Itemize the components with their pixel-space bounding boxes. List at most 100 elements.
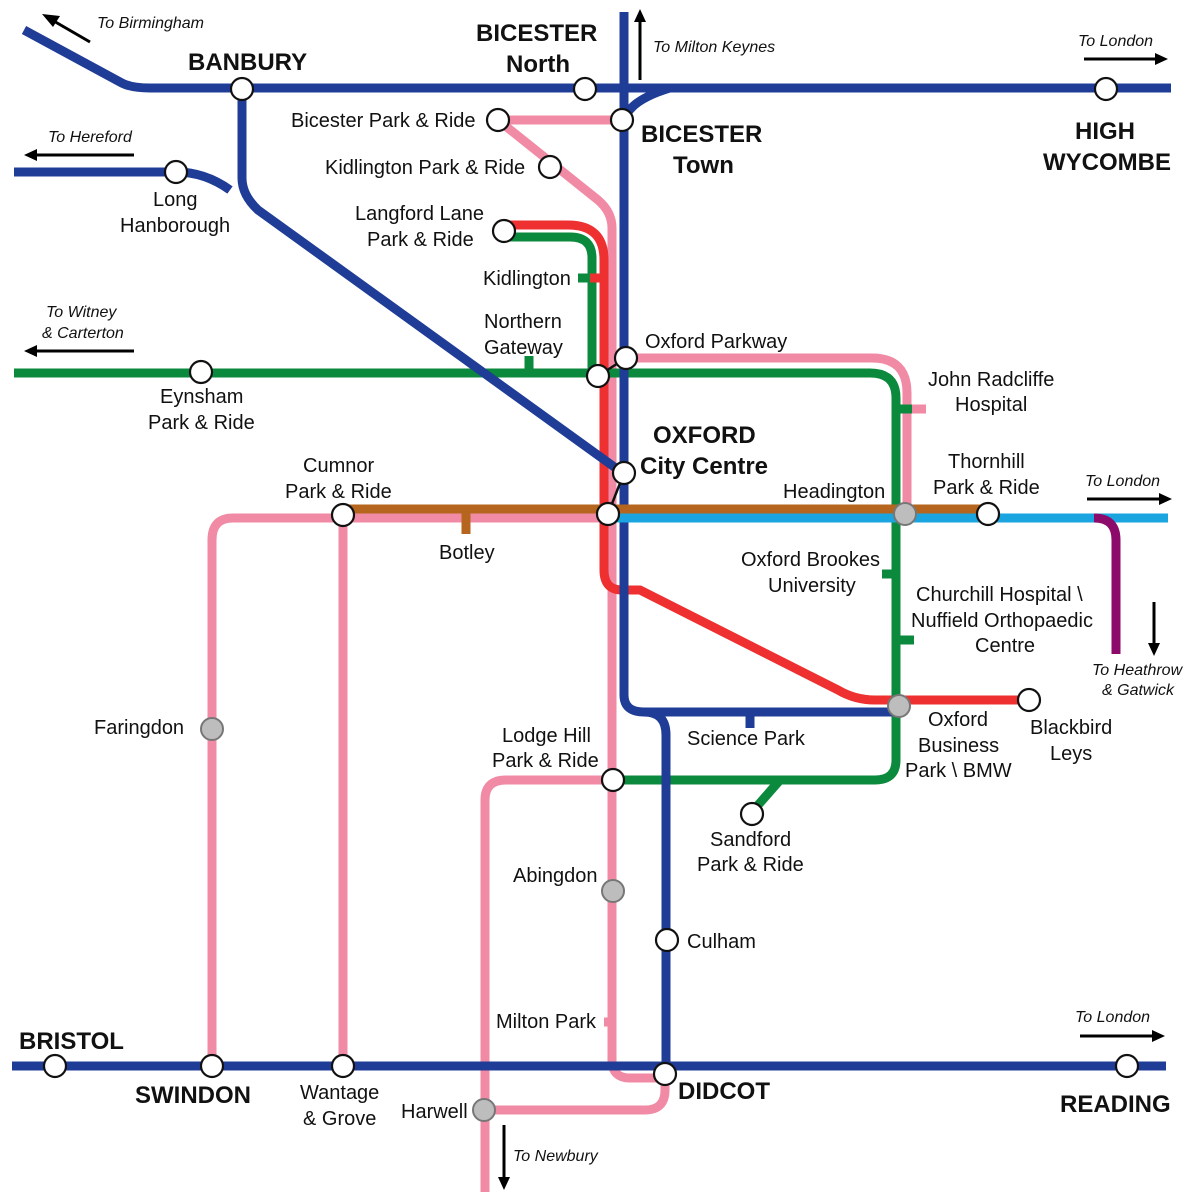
station-blackbird-leys[interactable] <box>1016 687 1042 713</box>
label-obp-2: Business <box>918 735 999 757</box>
pink-line-harwell <box>480 775 612 1192</box>
arrow-to-milton-keynes-icon <box>634 9 646 80</box>
pink-line-north <box>495 116 665 1083</box>
label-cumnor-2: Park & Ride <box>285 481 392 503</box>
station-didcot[interactable] <box>652 1061 678 1087</box>
label-cumnor-1: Cumnor <box>303 455 374 477</box>
station-wantage[interactable] <box>330 1053 356 1079</box>
label-oxford-2: City Centre <box>640 453 768 480</box>
station-thornhill-pr[interactable] <box>975 501 1001 527</box>
label-high-wycombe-2: WYCOMBE <box>1043 149 1171 176</box>
navy-line-hereford <box>14 167 233 194</box>
purple-line <box>1093 513 1121 654</box>
station-cumnor-pr[interactable] <box>330 502 356 528</box>
label-swindon: SWINDON <box>135 1082 251 1109</box>
label-long-hanborough-1: Long <box>153 189 198 211</box>
station-bristol[interactable] <box>42 1053 68 1079</box>
station-high-wycombe[interactable] <box>1093 76 1119 102</box>
label-bristol: BRISTOL <box>19 1028 124 1055</box>
label-to-witney-2: & Carterton <box>42 325 124 342</box>
label-obp-3: Park \ BMW <box>905 760 1012 782</box>
label-to-birmingham: To Birmingham <box>97 15 204 32</box>
arrow-to-birmingham-icon <box>42 14 91 44</box>
label-blackbird-1: Blackbird <box>1030 717 1112 739</box>
label-wantage-2: & Grove <box>303 1108 376 1130</box>
station-bicester-pr[interactable] <box>485 107 511 133</box>
label-sandford-2: Park & Ride <box>697 854 804 876</box>
station-reading[interactable] <box>1114 1053 1140 1079</box>
station-oxford-a[interactable] <box>611 460 637 486</box>
station-oxford-parkway-a[interactable] <box>613 345 639 371</box>
label-headington: Headington <box>783 481 885 503</box>
station-headington[interactable] <box>893 502 917 526</box>
label-didcot: DIDCOT <box>678 1078 770 1105</box>
station-long-hanborough[interactable] <box>163 159 189 185</box>
label-to-milton-keynes: To Milton Keynes <box>653 39 775 56</box>
label-langford-2: Park & Ride <box>367 229 474 251</box>
label-brookes-1: Oxford Brookes <box>741 549 880 571</box>
navy-line-banbury-oxford <box>237 88 627 478</box>
label-bicester-town-1: BICESTER <box>641 121 762 148</box>
label-to-london-mid: To London <box>1085 473 1160 490</box>
navy-line-top <box>21 26 1171 93</box>
label-abingdon: Abingdon <box>513 865 598 887</box>
label-bicester-pr: Bicester Park & Ride <box>291 110 476 132</box>
green-line-kidlington <box>504 232 597 373</box>
pink-line-jr <box>626 353 912 510</box>
label-kidlington: Kidlington <box>483 268 571 290</box>
label-oxford-parkway: Oxford Parkway <box>645 331 787 353</box>
station-abingdon[interactable] <box>601 879 625 903</box>
label-wantage-1: Wantage <box>300 1082 379 1104</box>
label-obp-1: Oxford <box>928 709 988 731</box>
station-faringdon[interactable] <box>200 717 224 741</box>
navy-line-didcot <box>643 707 671 1075</box>
station-lodge-hill-pr[interactable] <box>600 767 626 793</box>
station-langford-pr[interactable] <box>491 218 517 244</box>
arrow-to-heathrow-icon <box>1148 602 1160 656</box>
label-to-london-top: To London <box>1078 33 1153 50</box>
label-bicester-north-2: North <box>506 51 570 78</box>
label-to-hereford: To Hereford <box>48 129 133 146</box>
navy-line-main <box>619 12 898 717</box>
station-oxford-parkway-b[interactable] <box>585 363 611 389</box>
station-banbury[interactable] <box>229 76 255 102</box>
station-oxford-b[interactable] <box>595 501 621 527</box>
station-culham[interactable] <box>654 927 680 953</box>
label-science-park: Science Park <box>687 728 806 750</box>
station-eynsham-pr[interactable] <box>188 359 214 385</box>
label-to-newbury: To Newbury <box>513 1148 599 1165</box>
label-to-witney-1: To Witney <box>46 304 117 321</box>
station-bicester-north[interactable] <box>572 76 598 102</box>
label-northern-gateway-1: Northern <box>484 311 562 333</box>
label-northern-gateway-2: Gateway <box>484 337 563 359</box>
green-line-west <box>14 368 901 785</box>
label-lodge-hill-2: Park & Ride <box>492 750 599 772</box>
station-obp[interactable] <box>887 694 911 718</box>
station-bicester-town[interactable] <box>609 107 635 133</box>
label-thornhill-1: Thornhill <box>948 451 1025 473</box>
label-blackbird-2: Leys <box>1050 743 1092 765</box>
label-high-wycombe-1: HIGH <box>1075 118 1135 145</box>
label-to-heathrow-1: To Heathrow <box>1092 662 1184 679</box>
label-lodge-hill-1: Lodge Hill <box>502 725 591 747</box>
label-eynsham-2: Park & Ride <box>148 412 255 434</box>
label-eynsham-1: Eynsham <box>160 386 243 408</box>
label-culham: Culham <box>687 931 756 953</box>
station-sandford-pr[interactable] <box>739 801 765 827</box>
label-milton-park: Milton Park <box>496 1011 597 1033</box>
station-swindon[interactable] <box>199 1053 225 1079</box>
pink-line-didcot-harwell <box>485 1075 670 1115</box>
label-oxford-1: OXFORD <box>653 422 756 449</box>
label-churchill-1: Churchill Hospital \ <box>916 584 1083 606</box>
label-banbury: BANBURY <box>188 49 307 76</box>
station-kidlington-pr[interactable] <box>537 154 563 180</box>
label-long-hanborough-2: Hanborough <box>120 215 230 237</box>
label-jr-1: John Radcliffe <box>928 369 1054 391</box>
label-thornhill-2: Park & Ride <box>933 477 1040 499</box>
label-reading: READING <box>1060 1091 1171 1118</box>
label-bicester-north-1: BICESTER <box>476 20 597 47</box>
label-to-heathrow-2: & Gatwick <box>1102 682 1175 699</box>
station-harwell[interactable] <box>472 1098 496 1122</box>
arrow-to-london-top-icon <box>1084 53 1168 65</box>
label-kidlington-pr: Kidlington Park & Ride <box>325 157 525 179</box>
